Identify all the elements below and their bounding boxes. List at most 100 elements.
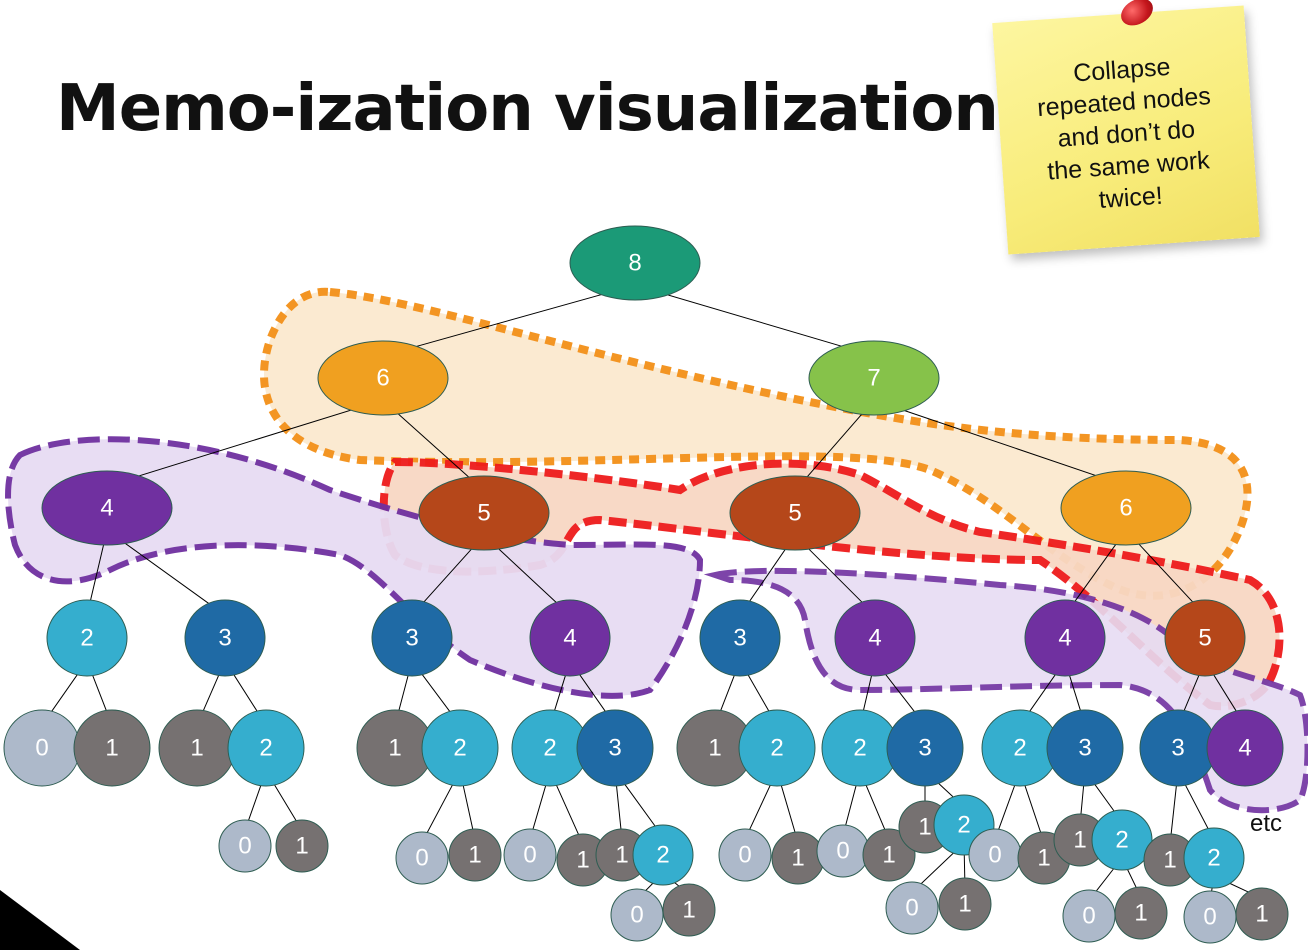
tree-node-label: 6 bbox=[376, 365, 389, 392]
tree-node-shape bbox=[886, 709, 964, 787]
tree-node: 0 bbox=[1183, 890, 1237, 944]
tree-node: 1 bbox=[1114, 886, 1168, 940]
tree-node-shape bbox=[275, 819, 329, 873]
tree-node: 0 bbox=[816, 824, 870, 878]
tree-node: 1 bbox=[676, 709, 754, 787]
tree-node: 1 bbox=[938, 877, 992, 931]
tree-node-label: 1 bbox=[958, 891, 971, 918]
tree-node: 5 bbox=[729, 475, 861, 551]
tree-node-shape bbox=[218, 819, 272, 873]
tree-node-label: 0 bbox=[738, 842, 751, 869]
tree-node-label: 6 bbox=[1119, 495, 1132, 522]
tree-node-shape bbox=[1114, 886, 1168, 940]
tree-node-label: 7 bbox=[867, 365, 880, 392]
tree-node: 1 bbox=[862, 828, 916, 882]
tree-node-label: 1 bbox=[1163, 847, 1176, 874]
tree-node-label: 3 bbox=[1171, 735, 1184, 762]
tree-node-label: 3 bbox=[1078, 735, 1091, 762]
tree-node: 0 bbox=[968, 828, 1022, 882]
tree-node-shape bbox=[184, 599, 266, 677]
tree-node-label: 1 bbox=[1255, 901, 1268, 928]
tree-node-label: 2 bbox=[80, 625, 93, 652]
tree-node-label: 2 bbox=[853, 735, 866, 762]
tree-node: 4 bbox=[834, 599, 916, 677]
tree-node-label: 2 bbox=[1115, 827, 1128, 854]
tree-node-label: 0 bbox=[905, 895, 918, 922]
tree-node: 1 bbox=[595, 828, 649, 882]
tree-node-label: 0 bbox=[523, 842, 536, 869]
tree-edge bbox=[106, 399, 384, 487]
etc-label: etc bbox=[1250, 810, 1283, 837]
tree-node-shape bbox=[862, 828, 916, 882]
tree-node-label: 1 bbox=[1073, 827, 1086, 854]
tree-node-shape bbox=[529, 599, 611, 677]
tree-node-label: 5 bbox=[788, 500, 801, 527]
tree-node: 3 bbox=[1046, 709, 1124, 787]
tree-node: 0 bbox=[885, 881, 939, 935]
tree-node-label: 4 bbox=[1238, 735, 1251, 762]
tree-node-label: 2 bbox=[1013, 735, 1026, 762]
tree-node-label: 2 bbox=[259, 735, 272, 762]
tree-node-label: 1 bbox=[190, 735, 203, 762]
tree-node: 6 bbox=[1060, 470, 1192, 546]
tree-node-shape bbox=[395, 831, 449, 885]
tree-node-label: 0 bbox=[238, 833, 251, 860]
purple-highlight-region bbox=[5, 436, 704, 699]
tree-node-label: 1 bbox=[295, 833, 308, 860]
tree-node: 1 bbox=[1053, 813, 1107, 867]
tree-node: 5 bbox=[1164, 599, 1246, 677]
tree-node-shape bbox=[371, 599, 453, 677]
tree-node-label: 3 bbox=[405, 625, 418, 652]
slide-title: Memo-ization visualization bbox=[56, 72, 999, 146]
tree-node-label: 3 bbox=[733, 625, 746, 652]
tree-node: 1 bbox=[275, 819, 329, 873]
tree-edge bbox=[382, 284, 636, 357]
tree-node: 1 bbox=[1235, 887, 1289, 941]
corner-mark bbox=[0, 890, 80, 950]
tree-node-shape bbox=[421, 709, 499, 787]
tree-node: 4 bbox=[529, 599, 611, 677]
tree-node-label: 1 bbox=[708, 735, 721, 762]
tree-node-shape bbox=[834, 599, 916, 677]
tree-node: 3 bbox=[576, 709, 654, 787]
tree-edge bbox=[634, 284, 875, 357]
tree-edge bbox=[794, 399, 875, 492]
tree-node-shape bbox=[1024, 599, 1106, 677]
tree-node: 3 bbox=[1139, 709, 1217, 787]
tree-node-label: 4 bbox=[868, 625, 881, 652]
tree-node-label: 5 bbox=[1198, 625, 1211, 652]
tree-node-label: 1 bbox=[615, 842, 628, 869]
tree-node-label: 0 bbox=[35, 735, 48, 762]
tree-node-label: 1 bbox=[882, 842, 895, 869]
tree-edge bbox=[106, 529, 226, 616]
tree-node: 2 bbox=[421, 709, 499, 787]
tree-node-shape bbox=[1164, 599, 1246, 677]
tree-node-shape bbox=[1046, 709, 1124, 787]
tree-node: 1 bbox=[73, 709, 151, 787]
tree-node-shape bbox=[718, 828, 772, 882]
tree-node: 0 bbox=[718, 828, 772, 882]
tree-node: 2 bbox=[738, 709, 816, 787]
tree-node: 5 bbox=[418, 475, 550, 551]
tree-edge bbox=[382, 399, 485, 492]
tree-node: 0 bbox=[3, 709, 81, 787]
tree-node-shape bbox=[503, 828, 557, 882]
tree-node-label: 1 bbox=[918, 814, 931, 841]
tree-node-label: 4 bbox=[100, 495, 113, 522]
tree-node-shape bbox=[1206, 709, 1284, 787]
tree-node: 2 bbox=[227, 709, 305, 787]
tree-node: 6 bbox=[317, 340, 449, 416]
tree-node: 3 bbox=[371, 599, 453, 677]
tree-node-shape bbox=[885, 881, 939, 935]
tree-node: 3 bbox=[184, 599, 266, 677]
tree-node-shape bbox=[317, 340, 449, 416]
tree-node-label: 2 bbox=[770, 735, 783, 762]
tree-node: 0 bbox=[395, 831, 449, 885]
tree-node-label: 1 bbox=[682, 897, 695, 924]
tree-node-shape bbox=[632, 824, 694, 886]
tree-node: 4 bbox=[1024, 599, 1106, 677]
tree-node-label: 1 bbox=[1134, 900, 1147, 927]
tree-node-label: 5 bbox=[477, 500, 490, 527]
